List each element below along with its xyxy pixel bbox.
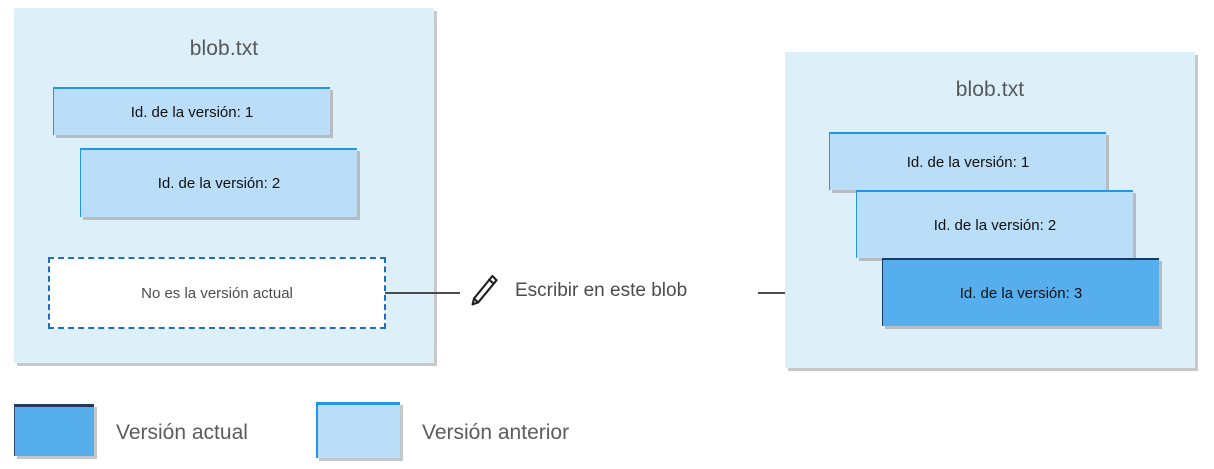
left-version-card-1-label: Id. de la versión: 1 (130, 103, 254, 121)
not-current-version-box: No es la versión actual (48, 257, 386, 329)
left-version-card-1[interactable]: Id. de la versión: 1 (53, 87, 330, 135)
right-version-card-3-label: Id. de la versión: 3 (959, 284, 1083, 302)
right-blob-panel: blob.txt Id. de la versión: 1 Id. de la … (785, 52, 1195, 368)
left-version-card-2[interactable]: Id. de la versión: 2 (80, 148, 357, 217)
write-to-blob-caption: Escribir en este blob (515, 280, 688, 301)
legend-swatch-current-version (14, 404, 94, 456)
connector-line-left (385, 292, 460, 294)
not-current-version-label: No es la versión actual (141, 284, 293, 302)
legend-swatch-previous-version (316, 402, 400, 458)
right-version-card-2-label: Id. de la versión: 2 (933, 216, 1057, 234)
left-version-card-2-label: Id. de la versión: 2 (157, 175, 281, 192)
right-version-card-1-label: Id. de la versión: 1 (906, 153, 1030, 171)
right-version-card-1[interactable]: Id. de la versión: 1 (829, 132, 1106, 190)
right-panel-title: blob.txt (955, 78, 1025, 101)
legend-label-previous-version: Versión anterior (422, 421, 570, 444)
left-blob-panel: blob.txt Id. de la versión: 1 Id. de la … (14, 8, 434, 363)
legend-label-current-version: Versión actual (116, 421, 248, 444)
right-version-card-3[interactable]: Id. de la versión: 3 (882, 258, 1159, 326)
left-panel-title: blob.txt (189, 37, 259, 60)
right-version-card-2[interactable]: Id. de la versión: 2 (856, 190, 1133, 258)
pencil-icon (467, 271, 501, 311)
